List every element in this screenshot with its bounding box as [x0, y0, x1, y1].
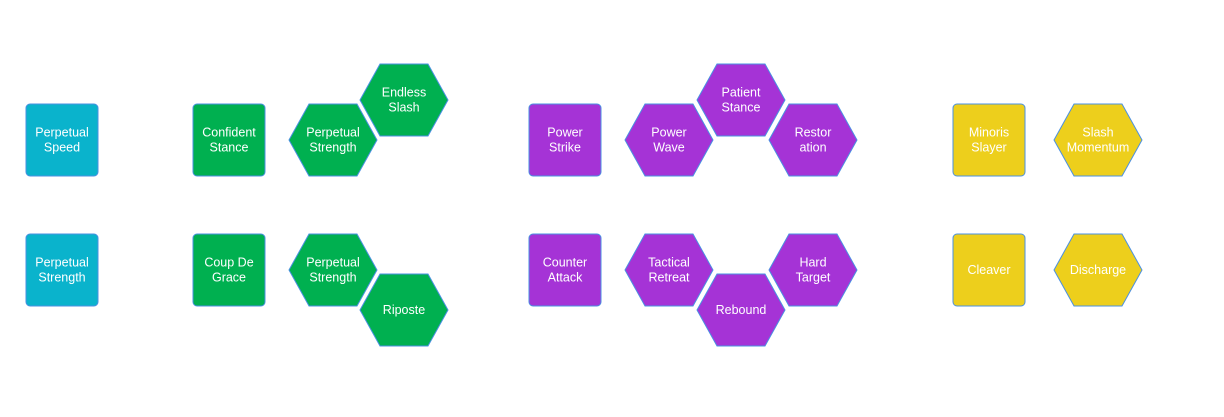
node-label: Wave [653, 141, 685, 155]
node-label: Perpetual [35, 126, 89, 140]
hexagon-node-shape [1053, 233, 1143, 307]
node-label: Minoris [969, 126, 1009, 140]
node-label: Momentum [1067, 141, 1130, 155]
node-riposte: Riposte [359, 273, 449, 347]
node-label: Riposte [383, 303, 425, 317]
node-label: Power [651, 126, 686, 140]
hexagon-node-shape [288, 233, 378, 307]
node-label: Perpetual [35, 256, 89, 270]
node-label: Hard [799, 256, 826, 270]
node-label: Strike [549, 141, 581, 155]
square-node-shape [952, 233, 1026, 307]
hexagon-node-shape [768, 103, 858, 177]
node-label: Coup De [204, 256, 253, 270]
node-label: Perpetual [306, 126, 360, 140]
hexagon-node-shape [1053, 103, 1143, 177]
node-label: Grace [212, 271, 246, 285]
hexagon-node-shape [359, 273, 449, 347]
node-label: Patient [722, 86, 761, 100]
node-label: Strength [309, 141, 356, 155]
node-label: Endless [382, 86, 426, 100]
node-label: Rebound [716, 303, 767, 317]
node-label: Confident [202, 126, 256, 140]
node-label: Strength [38, 271, 85, 285]
node-label: Discharge [1070, 263, 1126, 277]
node-discharge: Discharge [1053, 233, 1143, 307]
node-label: Stance [210, 141, 249, 155]
hexagon-node-shape [359, 63, 449, 137]
hexagon-node-shape [624, 233, 714, 307]
hexagon-node-shape [696, 273, 786, 347]
node-label: Perpetual [306, 256, 360, 270]
hexagon-node-shape [768, 233, 858, 307]
square-node-shape [528, 103, 602, 177]
node-label: Stance [722, 101, 761, 115]
node-label: Counter [543, 256, 587, 270]
square-node-shape [192, 233, 266, 307]
node-label: Target [796, 271, 831, 285]
node-label: Power [547, 126, 582, 140]
square-node-shape [192, 103, 266, 177]
square-node-shape [952, 103, 1026, 177]
square-node-shape [25, 233, 99, 307]
node-label: Cleaver [967, 263, 1010, 277]
hexagon-node-shape [696, 63, 786, 137]
node-label: Retreat [649, 271, 691, 285]
node-rebound: Rebound [696, 273, 786, 347]
node-label: Strength [309, 271, 356, 285]
square-node-shape [528, 233, 602, 307]
square-node-shape [25, 103, 99, 177]
node-label: Tactical [648, 256, 690, 270]
node-label: Slayer [971, 141, 1006, 155]
node-label: Slash [1082, 126, 1113, 140]
hexagon-node-shape [624, 103, 714, 177]
hexagon-node-shape [288, 103, 378, 177]
node-label: ation [799, 141, 826, 155]
node-label: Slash [388, 101, 419, 115]
node-cleaver: Cleaver [952, 233, 1026, 307]
node-label: Attack [548, 271, 583, 285]
node-label: Restor [795, 126, 832, 140]
node-label: Speed [44, 141, 80, 155]
